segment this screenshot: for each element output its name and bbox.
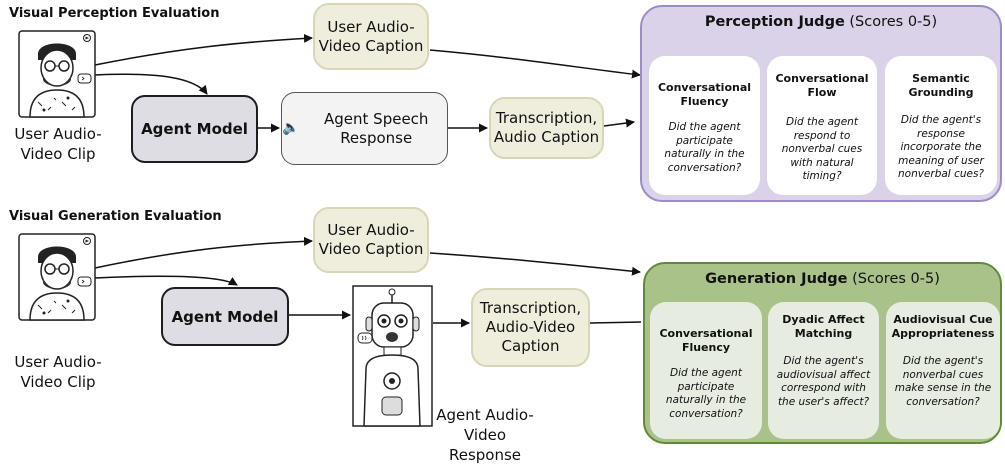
card-title: Semantic Grounding <box>908 72 974 99</box>
card-title: Conversational Fluency <box>657 81 752 108</box>
arrow-caption-to-judge <box>429 49 641 79</box>
card-question: Did the agent's nonverbal cues make sens… <box>894 355 992 408</box>
card-title: Audiovisual Cue Appropriateness <box>891 313 995 340</box>
judge-card-semantic-grounding: Semantic Grounding Did the agent's respo… <box>885 56 997 195</box>
card-title: Conversational Fluency <box>659 327 753 354</box>
transcription-av-caption-box: Transcription, Audio-Video Caption <box>471 288 590 367</box>
transcription-audio-caption-box: Transcription, Audio Caption <box>489 97 604 159</box>
generation-judge-panel: Generation Judge (Scores 0-5) Conversati… <box>643 262 1002 444</box>
card-title: Dyadic Affect Matching <box>782 313 865 340</box>
arrow-transcription-to-judge <box>603 118 635 128</box>
user-video-clip-icon <box>18 30 96 118</box>
perception-judge-scores: (Scores 0-5) <box>849 14 938 30</box>
speaker-icon: 🔈 <box>282 120 300 136</box>
user-clip-label: User Audio-Video Clip <box>14 353 102 391</box>
card-question: Did the agent respond to nonverbal cues … <box>781 116 863 182</box>
agent-model-box: Agent Model <box>131 95 258 163</box>
card-question: Did the agent's response incorporate the… <box>897 114 984 180</box>
generation-section-title: Visual Generation Evaluation <box>9 209 222 224</box>
user-clip-label: User Audio-Video Clip <box>14 125 102 163</box>
card-question: Did the agent participate naturally in t… <box>665 367 747 420</box>
judge-card-audiovisual-cue-appropriateness: Audiovisual Cue Appropriateness Did the … <box>886 302 1000 439</box>
agent-model-box: Agent Model <box>161 287 289 346</box>
arrow-clip-to-caption <box>94 33 313 66</box>
agent-speech-response-label: Agent Speech Response <box>324 109 429 147</box>
judge-card-conversational-fluency: Conversational Fluency Did the agent par… <box>650 302 762 439</box>
judge-card-dyadic-affect-matching: Dyadic Affect Matching Did the agent's a… <box>768 302 879 439</box>
arrow-clip-to-caption-gen <box>94 236 313 269</box>
arrow-transcription-to-judge-gen <box>589 321 642 324</box>
agent-speech-response-box: 🔈 Agent Speech Response <box>281 92 448 165</box>
judge-card-conversational-fluency: Conversational Fluency Did the agent par… <box>649 56 760 195</box>
perception-judge-panel: Perception Judge (Scores 0-5) Conversati… <box>640 5 1002 202</box>
arrow-clip-to-agent <box>94 73 208 95</box>
perception-section-title: Visual Perception Evaluation <box>9 6 220 21</box>
user-caption-box: User Audio-Video Caption <box>313 3 429 70</box>
generation-judge-scores: (Scores 0-5) <box>852 271 940 287</box>
user-video-clip-icon <box>18 233 96 321</box>
agent-response-label: Agent Audio-Video Response <box>436 406 534 464</box>
generation-judge-title: Generation Judge (Scores 0-5) <box>645 271 1000 287</box>
card-question: Did the agent participate naturally in t… <box>664 121 745 174</box>
connector-layer <box>94 33 642 328</box>
card-title: Conversational Flow <box>775 72 869 99</box>
card-question: Did the agent's audiovisual affect corre… <box>776 355 871 408</box>
robot-agent-video-icon <box>352 285 433 427</box>
user-caption-box: User Audio-Video Caption <box>313 207 429 273</box>
arrow-caption-to-judge-gen <box>429 252 641 276</box>
judge-card-conversational-flow: Conversational Flow Did the agent respon… <box>767 56 877 195</box>
perception-judge-name: Perception Judge <box>704 14 845 30</box>
perception-judge-title: Perception Judge (Scores 0-5) <box>642 14 1000 30</box>
generation-judge-name: Generation Judge <box>705 271 848 287</box>
arrow-clip-to-agent-gen <box>94 275 238 286</box>
